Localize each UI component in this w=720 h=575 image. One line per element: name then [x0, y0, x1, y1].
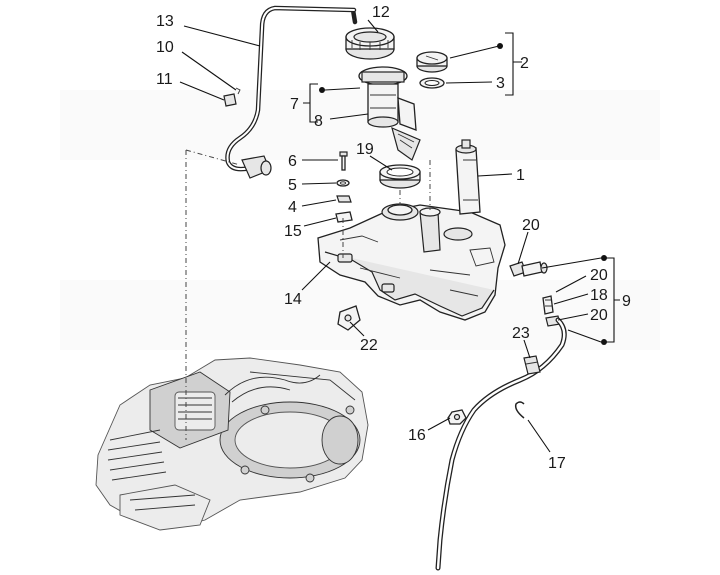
background-watermark: [60, 90, 660, 350]
leader-lines: [179, 19, 620, 453]
bolt-stack: [335, 151, 353, 223]
callout-14: 14: [284, 291, 302, 308]
callout-7: 7: [290, 96, 299, 113]
hose-clip-10: [235, 87, 241, 95]
nut-16: [447, 409, 467, 425]
callout-3: 3: [496, 75, 505, 92]
callout-10: 10: [156, 39, 174, 56]
callout-6: 6: [288, 153, 297, 170]
callout-5: 5: [288, 177, 297, 194]
breather-hose: [225, 5, 358, 179]
callout-8: 8: [314, 113, 323, 130]
callout-19: 19: [356, 141, 374, 158]
fuel-pump: [358, 66, 421, 161]
hose-clip-11: [223, 93, 237, 107]
callout-15: 15: [284, 223, 302, 240]
callout-4: 4: [288, 199, 297, 216]
callout-18: 18: [590, 287, 608, 304]
engine-assembly: [95, 357, 369, 531]
fuel-fittings: [509, 261, 561, 327]
fuel-line-hose: [435, 317, 567, 571]
fuel-cap: [416, 51, 448, 73]
callout-labels: 12 13 10 11 2 3 7 8 6 19 1 5 4 15 20 20 …: [156, 4, 631, 472]
callout-17: 17: [548, 455, 566, 472]
callout-23: 23: [512, 325, 530, 342]
circlip-17: [514, 401, 525, 419]
callout-1: 1: [516, 167, 525, 184]
callout-13: 13: [156, 13, 174, 30]
callout-22: 22: [360, 337, 378, 354]
pump-gasket: [379, 164, 421, 189]
cap-gasket: [419, 77, 445, 89]
hose-clamp-23: [523, 355, 541, 375]
fuel-pump-ring-nut: [345, 27, 395, 60]
fuel-tank: [317, 203, 506, 321]
callout-20-middle: 20: [590, 267, 608, 284]
fuel-level-sender: [455, 139, 481, 215]
callout-16: 16: [408, 427, 426, 444]
mount-bracket: [337, 305, 361, 331]
callout-12: 12: [372, 4, 390, 21]
callout-2: 2: [520, 55, 529, 72]
callout-11: 11: [156, 71, 173, 88]
callout-9: 9: [622, 293, 631, 310]
callout-20-bottom: 20: [590, 307, 608, 324]
alignment-lines: [185, 149, 431, 440]
callout-20-top: 20: [522, 217, 540, 234]
